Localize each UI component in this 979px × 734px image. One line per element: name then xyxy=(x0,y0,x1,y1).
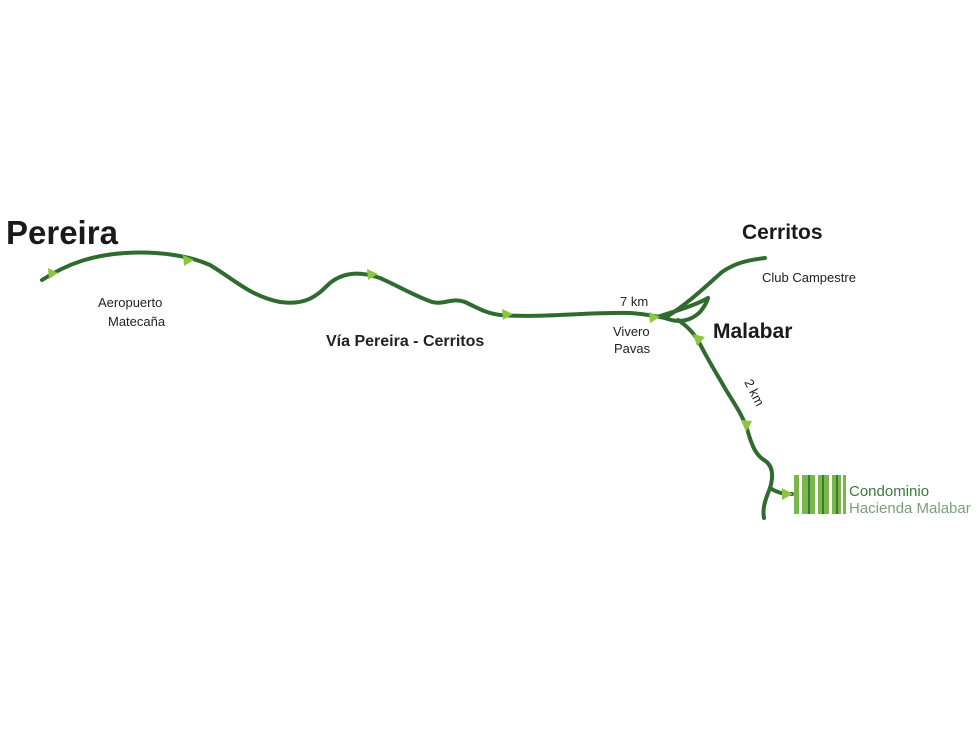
label-malabar: Malabar xyxy=(713,320,792,343)
arrow-icon xyxy=(782,488,793,500)
arrow-icon xyxy=(183,255,194,266)
arrow-icon xyxy=(649,312,660,323)
road-network xyxy=(40,250,794,520)
label-aeropuerto: Aeropuerto xyxy=(98,295,162,310)
label-matecana: Matecaña xyxy=(108,314,166,329)
arrow-icon xyxy=(48,268,58,279)
label-distance-7km: 7 km xyxy=(620,294,648,309)
label-club-campestre: Club Campestre xyxy=(762,270,856,285)
arrow-icon xyxy=(502,309,513,320)
label-pereira: Pereira xyxy=(6,214,119,251)
logo-text-hacienda-malabar: Hacienda Malabar xyxy=(849,500,971,517)
label-road-name: Vía Pereira - Cerritos xyxy=(326,333,484,350)
road-to-cerritos xyxy=(663,256,767,320)
main-road-pereira-cerritos xyxy=(40,250,667,320)
arrow-icon xyxy=(367,269,378,280)
label-cerritos: Cerritos xyxy=(742,221,823,244)
junction-loop-top xyxy=(658,296,710,318)
bamboo-logo-icon xyxy=(794,475,846,514)
logo-text-condominio: Condominio xyxy=(849,483,929,500)
label-distance-2km: 2 km xyxy=(741,377,767,409)
arrow-icon xyxy=(693,334,705,346)
direction-arrows xyxy=(48,255,793,500)
arrow-icon xyxy=(741,420,752,432)
road-to-malabar xyxy=(676,318,775,520)
label-pavas: Pavas xyxy=(614,341,651,356)
label-vivero: Vivero xyxy=(613,324,650,339)
condominio-logo: Condominio Hacienda Malabar xyxy=(794,475,971,517)
